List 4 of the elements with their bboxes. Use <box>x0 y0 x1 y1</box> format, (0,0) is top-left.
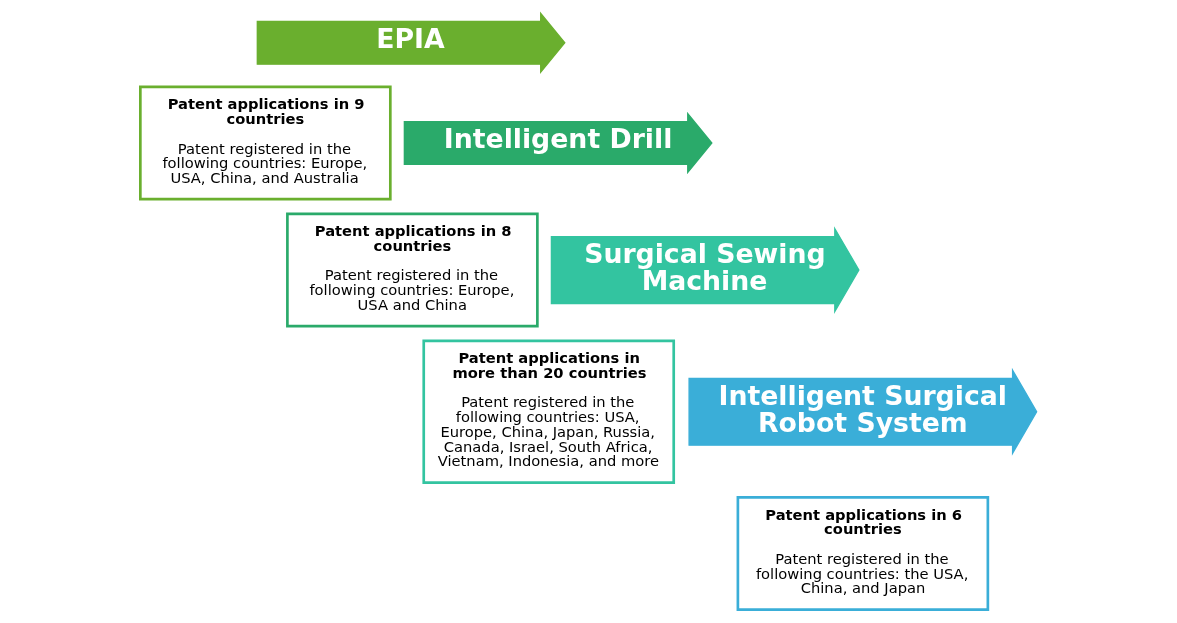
node-box: Patent applications in more than 20 countries Patent registered in the following countries: USA, Europe, China, Japan, Russia, Canada, Israel, South Africa, Vietnam, Indonesia, and more <box>422 339 676 484</box>
node-box: Patent applications in 8 countries Patent registered in the following countries: Europe, USA and China <box>286 212 539 328</box>
node-box: Patent applications in 9 countries Patent registered in the following countries: Europe, USA, China, and Australia <box>139 85 392 201</box>
node-box: Patent applications in 6 countries Patent registered in the following countries: the USA, China, and Japan <box>736 495 990 611</box>
